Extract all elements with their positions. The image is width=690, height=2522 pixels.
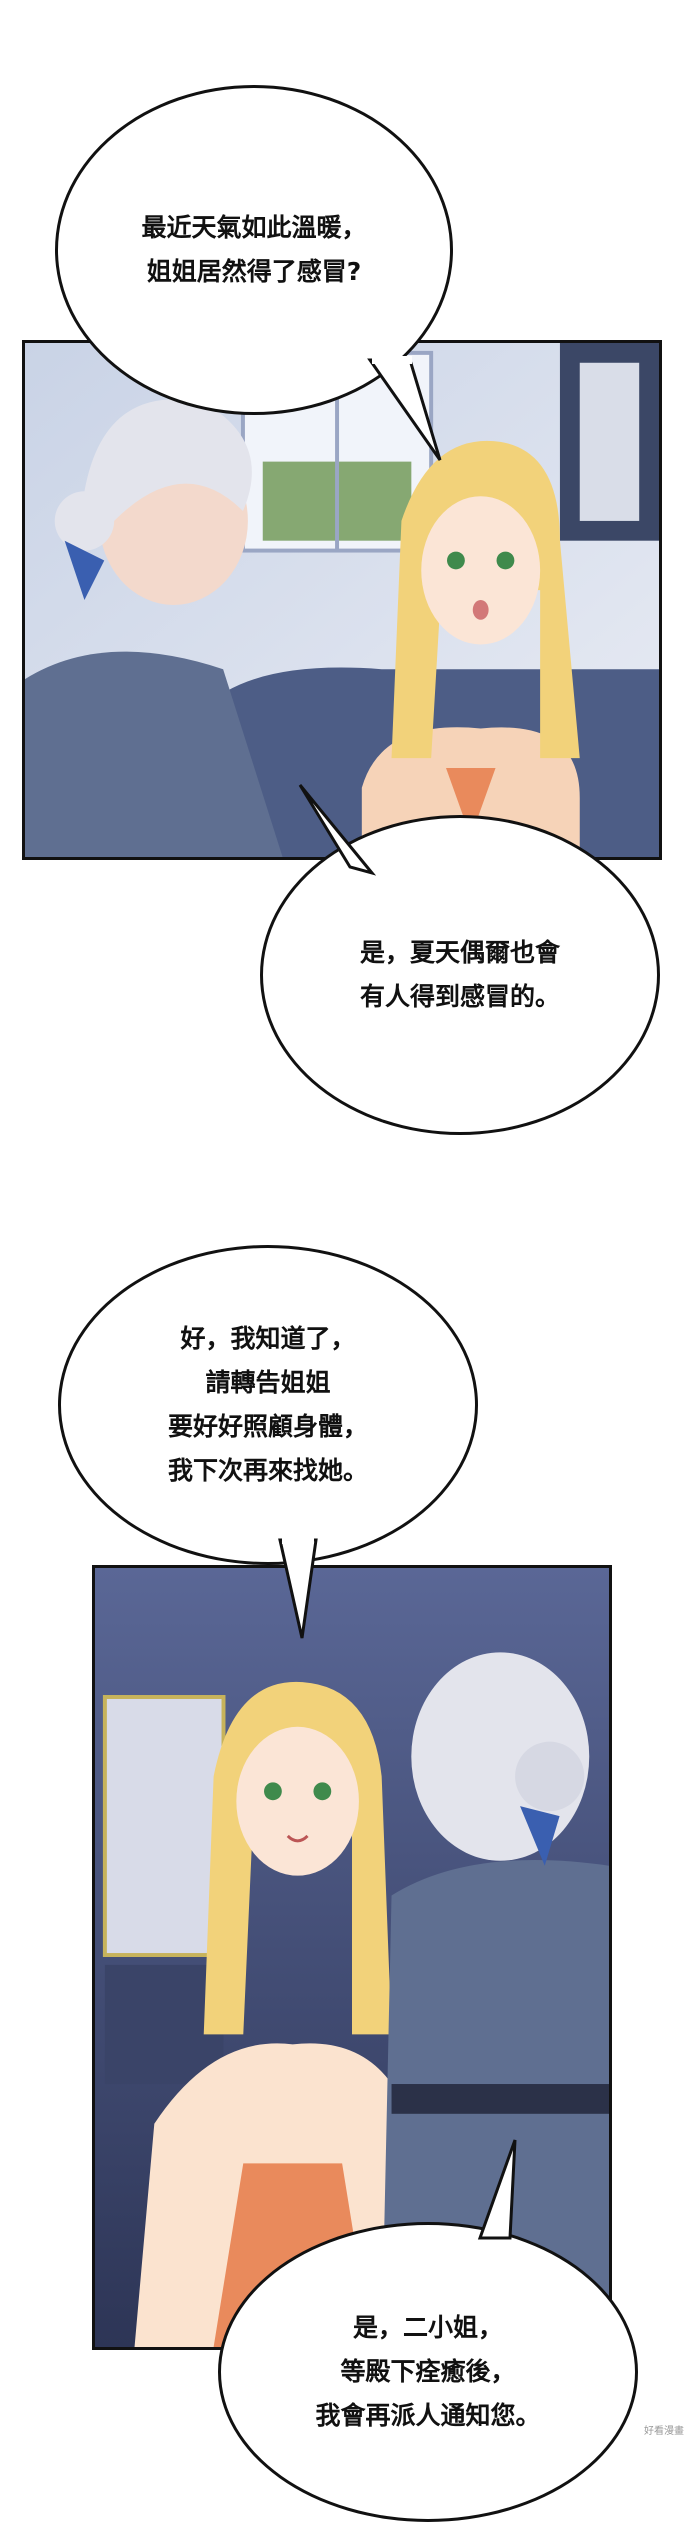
speech-bubble-3-text: 好，我知道了， 請轉告姐姐 要好好照顧身體， 我下次再來找她。	[167, 1324, 368, 1485]
panel-2-art	[95, 1568, 609, 2347]
speech-bubble-4: 是，二小姐， 等殿下痊癒後， 我會再派人通知您。	[218, 2222, 638, 2522]
bubble-2-tail	[298, 784, 377, 876]
maid-coat	[25, 651, 283, 857]
bubble-3-tail	[278, 1536, 318, 1639]
speech-bubble-3: 好，我知道了， 請轉告姐姐 要好好照顧身體， 我下次再來找她。	[58, 1245, 478, 1565]
speech-bubble-1-text: 最近天氣如此溫暖， 姐姐居然得了感冒?	[141, 213, 367, 286]
watermark: 好看漫畫	[644, 2426, 684, 2437]
comic-panel-1	[22, 340, 662, 860]
bubble-1-tail	[367, 356, 442, 461]
speech-bubble-4-text: 是，二小姐， 等殿下痊癒後， 我會再派人通知您。	[315, 2313, 541, 2430]
speech-bubble-2: 是，夏天偶爾也會 有人得到感冒的。	[260, 815, 660, 1135]
speech-bubble-2-text: 是，夏天偶爾也會 有人得到感冒的。	[359, 938, 560, 1011]
bubble-4-tail	[477, 2139, 517, 2240]
panel-1-art	[25, 343, 659, 857]
